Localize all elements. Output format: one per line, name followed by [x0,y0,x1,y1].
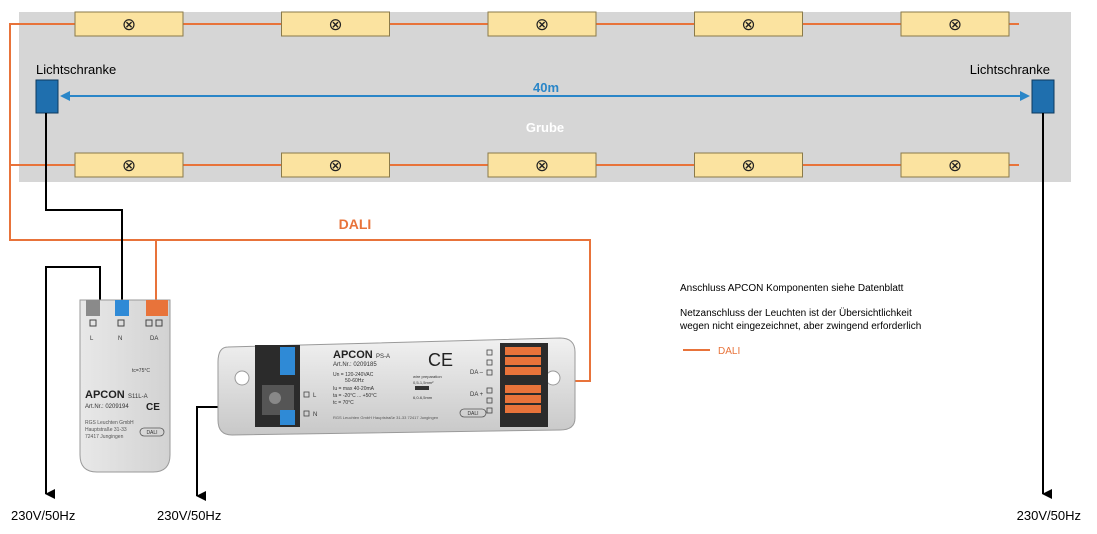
power-label-left: 230V/50Hz [11,508,75,523]
large-spec-3: Iu = max 40-20mA [333,386,375,392]
small-address-2: Hauptstraße 31-33 [85,427,127,433]
lamp-symbol-icon: ⊗ [122,15,136,35]
large-term-l: L [313,393,317,399]
lamp: ⊗ [694,11,803,37]
lamp: ⊗ [74,11,184,37]
device-ps-a: APCON PS-A Art.Nr.: 0209185 CE Un = 120-… [217,337,576,436]
large-spec-4: ta = -20°C ... +50°C [333,393,377,399]
large-term-da-plus: DA + [470,392,484,398]
lamp-symbol-icon: ⊗ [948,15,962,35]
lamp-symbol-icon: ⊗ [535,156,549,176]
lamp-symbol-icon: ⊗ [328,15,342,35]
lamp: ⊗ [487,152,597,178]
large-wire-3: 6,0-6,5mm [413,395,433,400]
lamp-symbol-icon: ⊗ [741,15,755,35]
lamp-symbol-icon: ⊗ [328,156,342,176]
pit-label: Grube [526,120,564,135]
small-address-1: RGS Leuchten GmbH [85,420,134,426]
small-art-nr: Art.Nr.: 0209194 [85,404,129,410]
large-wire-2: 0,5-1,5mm² [413,380,434,385]
lamp-symbol-icon: ⊗ [535,15,549,35]
small-model: S11L-A [128,394,148,400]
large-footer: RGS Leuchten GmbH Hauptstraße 31-33 7241… [333,415,438,420]
small-dali-tag: DALI [146,430,157,436]
power-label-mid: 230V/50Hz [157,508,221,523]
small-term-da: DA [150,336,158,342]
large-wire-1: wire preparation [413,374,442,379]
lamp: ⊗ [900,152,1010,178]
small-address-3: 72417 Jungingen [85,434,124,440]
large-spec-2: 50-60Hz [345,378,364,384]
small-ce: CE [146,402,160,413]
large-brand: APCON [333,349,373,361]
note-power-line-2: wegen nicht eingezeichnet, aber zwingend… [679,321,921,332]
large-ce: CE [428,350,453,370]
lamp: ⊗ [487,11,597,37]
lamp: ⊗ [900,11,1010,37]
light-barrier-left-label: Lichtschranke [36,62,116,77]
lamp-symbol-icon: ⊗ [122,156,136,176]
lamp-row-top: ⊗ ⊗ ⊗ ⊗ ⊗ [74,11,1010,37]
large-model: PS-A [376,354,390,360]
note-datasheet: Anschluss APCON Komponenten siehe Datenb… [680,283,904,294]
power-label-right: 230V/50Hz [1017,508,1081,523]
small-temp: tc=75°C [132,368,150,374]
large-art-nr: Art.Nr.: 0209185 [333,362,377,368]
lamp: ⊗ [281,11,390,37]
large-dali-tag: DALI [467,411,478,417]
lamp-symbol-icon: ⊗ [948,156,962,176]
lamp-symbol-icon: ⊗ [741,156,755,176]
light-barrier-right [1031,79,1055,114]
lamp-row-bottom: ⊗ ⊗ ⊗ ⊗ ⊗ [74,152,1010,178]
large-spec-1: Un = 120-240VAC [333,372,374,378]
large-spec-5: tc = 70°C [333,400,354,406]
lamp: ⊗ [694,152,803,178]
legend-dali-label: DALI [718,346,740,357]
large-term-n: N [313,412,317,418]
small-term-n: N [118,336,122,342]
light-barrier-left [35,79,59,114]
note-power-line-1: Netzanschluss der Leuchten ist der Übers… [680,307,912,319]
small-term-l: L [90,336,94,342]
lamp: ⊗ [74,152,184,178]
device-s11l-a: L N DA tc=75°C APCON S11L-A CE Art.Nr.: … [79,299,171,473]
distance-label: 40m [533,80,559,95]
lamp: ⊗ [281,152,390,178]
dali-bus-label: DALI [339,216,372,232]
small-brand: APCON [85,389,125,401]
large-term-da-minus: DA – [470,370,484,376]
light-barrier-right-label: Lichtschranke [970,62,1050,77]
